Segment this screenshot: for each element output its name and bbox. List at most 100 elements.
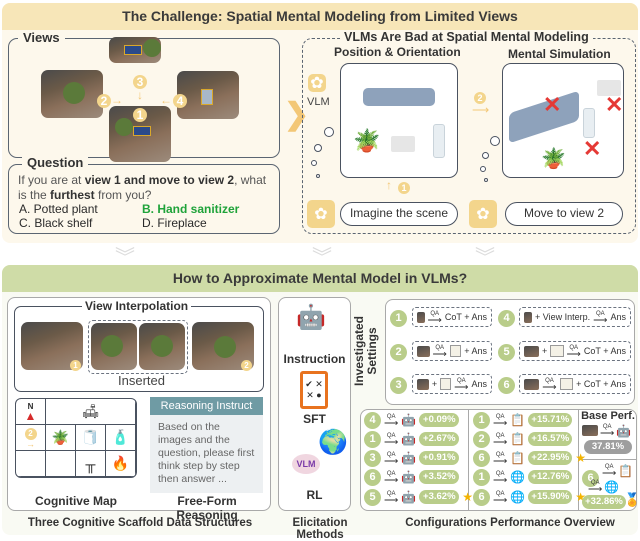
chevron-down-icon: ︾ (115, 247, 135, 269)
instruction-robot-icon: 🤖 (401, 490, 417, 504)
setting-6[interactable]: QA+ CoT + Ans (519, 374, 631, 394)
arrow-down-icon: ↓ (137, 88, 143, 102)
view-3-badge: 3 (133, 75, 147, 89)
imagine-scene-prompt: Imagine the scene (340, 202, 458, 226)
base-perf-config: QA🤖 (582, 424, 631, 437)
perf-row-rl: 1QA🌐+12.76% (473, 468, 573, 486)
sft-clipboard-icon: ✔ ✕✕ ● (300, 371, 328, 409)
interp-end-badge: 2 (241, 360, 252, 371)
imagined-scene-panel: 🪴 (340, 63, 458, 178)
thought-bubble (484, 178, 488, 182)
rl-globe-icon: 🌐 (604, 479, 620, 494)
setting-3[interactable]: +QAAns (412, 374, 492, 394)
setting-4[interactable]: + View Interp.QAAns (519, 307, 631, 327)
setting-5[interactable]: +QACoT + Ans (519, 341, 631, 361)
thought-bubble (316, 174, 320, 178)
hand-sanitizer-icon: 🧴 (106, 425, 136, 451)
table-icon: ╥ (76, 451, 106, 477)
instruction-robot-icon: 🤖 (401, 451, 417, 465)
sft-label: SFT (303, 412, 326, 426)
perf-row-instruction: 5QA🤖+3.62%★ (364, 488, 474, 506)
instruction-robot-icon: 🤖 (401, 432, 417, 446)
instruction-robot-icon: 🤖 (401, 413, 417, 427)
mental-simulation-heading: Mental Simulation (508, 47, 611, 61)
view-interpolation-title: View Interpolation (82, 299, 192, 313)
image-thumb (582, 425, 598, 436)
option-a[interactable]: A. Potted plant (19, 202, 98, 216)
star-icon: ★ (575, 490, 587, 504)
map-thumb (449, 345, 462, 357)
sofa-icon: 🛋 (46, 399, 136, 425)
chevron-down-icon: ︾ (475, 247, 495, 269)
map-thumb (559, 378, 574, 390)
image-thumb (417, 311, 425, 323)
tissue-box-icon (391, 136, 415, 152)
plant-icon: 🪴 (541, 148, 566, 170)
arrow-up-icon: ↑ (386, 178, 392, 192)
elicitation-section-caption: Elicitation Methods (292, 517, 348, 541)
map-thumb (550, 345, 564, 357)
challenge-title: The Challenge: Spatial Mental Modeling f… (2, 3, 638, 30)
perf-row-sft: 1QA📋+15.71% (473, 411, 573, 429)
sft-clipboard-icon: 📋 (618, 463, 634, 478)
view-4-photo[interactable] (177, 71, 239, 119)
thought-bubble (324, 127, 334, 137)
instruction-robot-icon: 🤖 (401, 470, 417, 484)
perf-row-sft: 6QA📋+22.95%★ (473, 449, 586, 467)
perf-row-instruction: 1QA🤖+2.67% (364, 430, 460, 448)
question-text: If you are at view 1 and move to view 2,… (18, 173, 267, 202)
question-box (8, 164, 280, 234)
vlm-brain-icon: ✿ (307, 200, 335, 228)
view-4-badge: 4 (173, 94, 187, 108)
star-icon: ★ (462, 490, 474, 504)
image-thumb (524, 378, 540, 390)
step-1-badge: 1 (398, 182, 410, 194)
divider (578, 459, 637, 460)
vlm-brain-icon: ✿ (469, 200, 497, 228)
setting-4-badge: 4 (498, 310, 515, 327)
setting-1-badge: 1 (390, 310, 407, 327)
setting-6-badge: 6 (498, 377, 515, 394)
vlm-label: VLM (307, 96, 330, 108)
inserted-photo-2 (139, 323, 185, 370)
perf-row-rl: 6QA🌐+15.90%★ (473, 488, 587, 506)
performance-section-caption: Configurations Performance Overview (405, 517, 615, 529)
inserted-photo-1 (91, 323, 137, 370)
option-b-correct[interactable]: B. Hand sanitizer (142, 202, 240, 216)
base-perf-label: Base Perf. (581, 410, 635, 422)
chevron-down-icon: ︾ (312, 247, 332, 269)
arrow-left-icon: ← (160, 93, 172, 107)
perf-row-sft: 2QA📋+16.57% (473, 430, 573, 448)
best-rl-config: QA🌐 (588, 480, 619, 493)
image-thumb (417, 378, 429, 390)
potted-plant-icon: 🪴 (46, 425, 76, 451)
option-c[interactable]: C. Black shelf (19, 216, 93, 230)
rl-globe-icon: 🌐 (510, 490, 526, 504)
rl-globe-icon: 🌐 (510, 470, 526, 484)
sft-clipboard-icon: 📋 (510, 432, 526, 446)
instruction-chat-robot-icon: 🤖 (296, 304, 326, 331)
tissue-box-icon (597, 80, 621, 96)
instruction-robot-icon: 🤖 (616, 423, 632, 438)
cognitive-map-grid: N▲ 🛋 2→ 🪴 🧻 🧴 ╥ 🔥 (15, 398, 137, 478)
thought-bubble (490, 136, 500, 146)
sofa-icon (363, 88, 435, 106)
views-label: Views (18, 30, 65, 45)
move-to-view-prompt: Move to view 2 (505, 202, 623, 226)
option-d[interactable]: D. Fireplace (142, 216, 207, 230)
arrow-right-icon: ⟶ (472, 103, 490, 117)
setting-2[interactable]: QA+ Ans (412, 341, 492, 361)
perf-row-instruction: 4QA🤖+0.09% (364, 411, 460, 429)
setting-1[interactable]: QACoT + Ans (412, 307, 492, 327)
empty-cell (16, 451, 46, 477)
view-3-photo[interactable] (109, 37, 161, 63)
fireplace-icon: 🔥 (106, 451, 136, 477)
question-label: Question (22, 155, 89, 170)
view-2-photo[interactable] (41, 70, 103, 118)
instruction-label: Instruction (283, 352, 346, 366)
mental-simulation-panel: 🪴 ✕ ✕ ✕ (502, 63, 624, 178)
rl-label: RL (306, 488, 323, 502)
divider (468, 409, 469, 511)
position-orientation-heading: Position & Orientation (334, 45, 461, 59)
best-perf-value: +32.86% (582, 495, 626, 509)
